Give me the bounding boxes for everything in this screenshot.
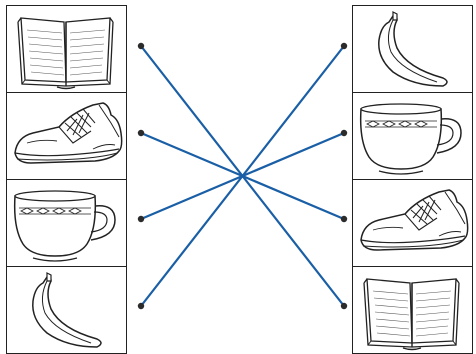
anchor-dot-R4[interactable] — [341, 303, 347, 309]
left-card-sneaker[interactable] — [6, 92, 127, 180]
anchor-dot-R1[interactable] — [341, 43, 347, 49]
left-column — [6, 5, 127, 354]
left-card-teacup[interactable] — [6, 179, 127, 267]
match-line-L1-R4 — [141, 46, 344, 306]
match-line-L3-R2 — [141, 133, 344, 219]
right-card-sneaker[interactable] — [352, 179, 473, 267]
sneaker-icon — [7, 93, 126, 179]
anchor-dot-L2[interactable] — [138, 130, 144, 136]
banana-icon — [353, 6, 472, 92]
anchor-dot-L1[interactable] — [138, 43, 144, 49]
book-icon — [7, 6, 126, 92]
left-card-banana[interactable] — [6, 266, 127, 354]
banana-icon — [7, 267, 126, 353]
teacup-icon — [7, 180, 126, 266]
left-card-book[interactable] — [6, 5, 127, 93]
anchor-dot-L4[interactable] — [138, 303, 144, 309]
teacup-icon — [353, 93, 472, 179]
match-line-L2-R3 — [141, 133, 344, 219]
sneaker-icon — [353, 180, 472, 266]
book-icon — [353, 267, 472, 353]
right-card-banana[interactable] — [352, 5, 473, 93]
anchor-dot-L3[interactable] — [138, 216, 144, 222]
match-line-L4-R1 — [141, 46, 344, 306]
anchor-dot-R2[interactable] — [341, 130, 347, 136]
right-column — [352, 5, 473, 354]
right-card-teacup[interactable] — [352, 92, 473, 180]
right-card-book[interactable] — [352, 266, 473, 354]
anchor-dot-R3[interactable] — [341, 216, 347, 222]
